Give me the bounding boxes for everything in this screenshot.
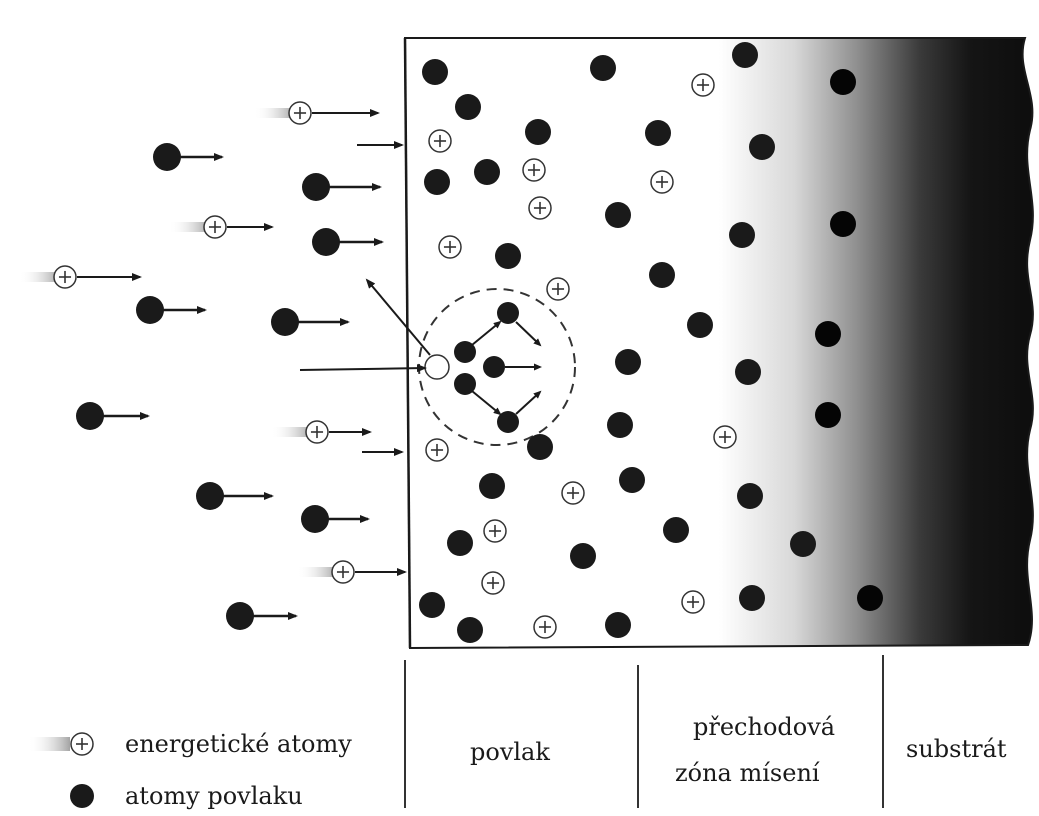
incoming-coating-atom xyxy=(312,228,340,256)
energetic-atom xyxy=(692,74,714,96)
filled-circle-icon xyxy=(70,784,94,808)
incoming-coating-atom xyxy=(226,602,254,630)
motion-trail xyxy=(19,272,59,282)
coating-atom xyxy=(455,94,481,120)
energetic-atom xyxy=(482,572,504,594)
incoming-coating-atom xyxy=(136,296,164,324)
zone-label-coating: povlak xyxy=(470,738,550,766)
coating-atom xyxy=(687,312,713,338)
motion-trail xyxy=(254,108,294,118)
energetic-atom xyxy=(529,197,551,219)
coating-atom xyxy=(619,467,645,493)
coating-atom xyxy=(570,543,596,569)
incoming-coating-atom xyxy=(271,308,299,336)
energetic-atom xyxy=(523,159,545,181)
energetic-atom xyxy=(306,421,328,443)
legend-energetic-atoms-label: energetické atomy xyxy=(125,730,352,758)
coating-atom xyxy=(474,159,500,185)
coating-atom xyxy=(815,402,841,428)
coating-atom xyxy=(479,473,505,499)
coating-atom xyxy=(732,42,758,68)
energetic-atom xyxy=(204,216,226,238)
coating-atom xyxy=(525,119,551,145)
coating-atom xyxy=(645,120,671,146)
coating-atom xyxy=(615,349,641,375)
legend: energetické atomy atomy povlaku xyxy=(28,730,352,810)
energetic-atom xyxy=(651,171,673,193)
coating-atom xyxy=(729,222,755,248)
coating-atom xyxy=(447,530,473,556)
coating-atom xyxy=(830,211,856,237)
incident-arrow xyxy=(300,368,425,370)
coating-atom xyxy=(527,434,553,460)
plus-in-circle-icon xyxy=(28,733,93,755)
energetic-atom xyxy=(534,616,556,638)
coating-atom xyxy=(663,517,689,543)
incoming-coating-atom xyxy=(301,505,329,533)
coating-atom xyxy=(495,243,521,269)
coating-atom xyxy=(857,585,883,611)
energetic-atom xyxy=(332,561,354,583)
energetic-atom xyxy=(426,439,448,461)
motion-trail xyxy=(169,222,209,232)
zone-label-transition-2: zóna mísení xyxy=(675,759,820,787)
incoming-coating-atom xyxy=(76,402,104,430)
energetic-atom xyxy=(54,266,76,288)
coating-atom xyxy=(749,134,775,160)
coating-atom xyxy=(457,617,483,643)
coating-atom xyxy=(422,59,448,85)
coating-atom xyxy=(739,585,765,611)
energetic-atom xyxy=(714,426,736,448)
motion-trail xyxy=(297,567,337,577)
coating-atom xyxy=(815,321,841,347)
coating-atom xyxy=(419,592,445,618)
coating-atom xyxy=(590,55,616,81)
energetic-atom xyxy=(682,591,704,613)
incoming-coating-atom xyxy=(153,143,181,171)
coating-atom xyxy=(424,169,450,195)
coating-atom xyxy=(649,262,675,288)
coating-atom xyxy=(605,202,631,228)
energetic-atom xyxy=(289,102,311,124)
zone-label-substrate: substrát xyxy=(906,735,1007,763)
zone-label-transition-1: přechodová xyxy=(693,713,835,741)
energetic-atom xyxy=(439,236,461,258)
coating-atom xyxy=(607,412,633,438)
motion-trail xyxy=(271,427,311,437)
coating-atom xyxy=(830,69,856,95)
incident-atom xyxy=(425,355,449,379)
energetic-atom xyxy=(429,130,451,152)
energetic-atom xyxy=(562,482,584,504)
incoming-coating-atom xyxy=(302,173,330,201)
coating-atom xyxy=(605,612,631,638)
coating-atom xyxy=(737,483,763,509)
legend-coating-atoms-label: atomy povlaku xyxy=(125,782,303,810)
energetic-atom xyxy=(484,520,506,542)
incoming-coating-atom xyxy=(196,482,224,510)
incoming-atoms-group xyxy=(19,102,405,630)
coating-atom xyxy=(735,359,761,385)
energetic-atom xyxy=(547,278,569,300)
substrate-region xyxy=(405,38,1033,648)
coating-atom xyxy=(790,531,816,557)
